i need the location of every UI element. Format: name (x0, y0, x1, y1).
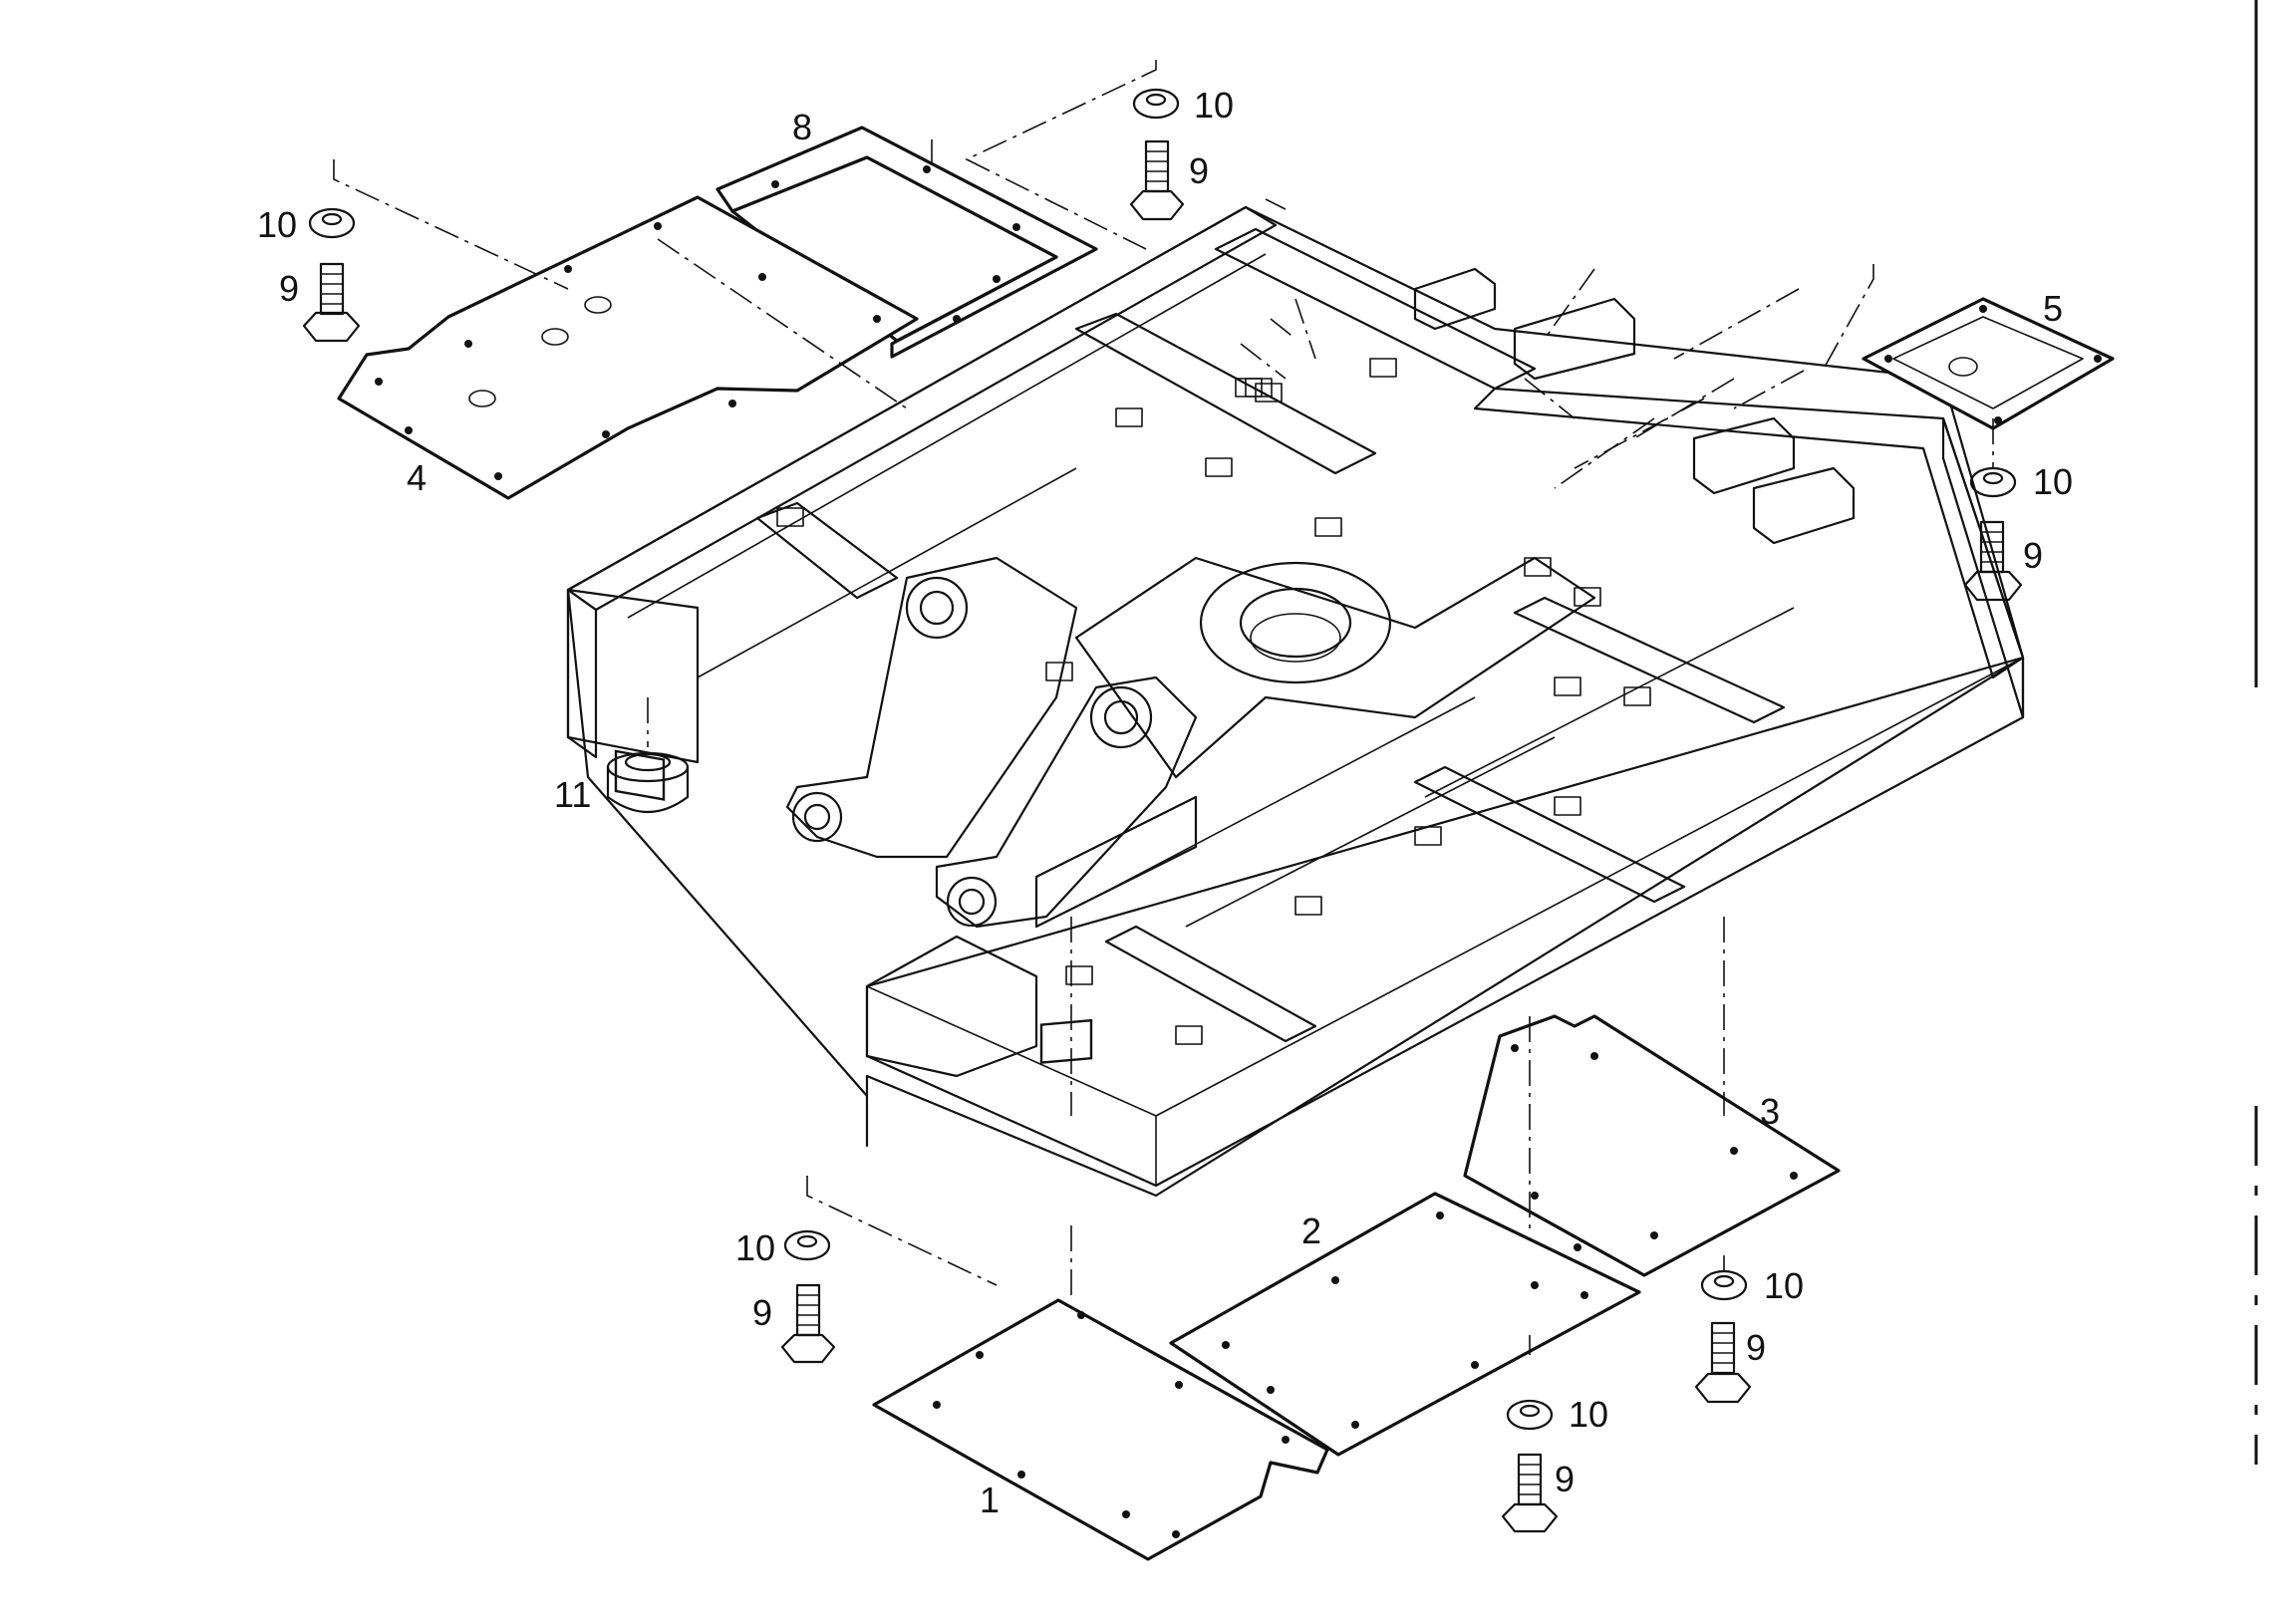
callout-11: 11 (554, 774, 591, 815)
callout-9-bottom-center: 9 (1555, 1459, 1575, 1499)
assembly-lines (333, 60, 1994, 1355)
callout-9-bottom-left: 9 (752, 1292, 772, 1333)
callout-4: 4 (407, 457, 427, 498)
bolt-9-right (1963, 520, 2023, 602)
callout-10-bottom-left: 10 (735, 1227, 775, 1268)
callout-5: 5 (2043, 288, 2063, 329)
callout-9-bottom-right: 9 (1746, 1327, 1766, 1368)
callout-9-left: 9 (279, 268, 299, 309)
bolt-9-bottom-left (780, 1283, 836, 1364)
callout-10-bottom-center: 10 (1569, 1394, 1608, 1435)
grommet-11 (606, 751, 690, 814)
callout-10-top: 10 (1194, 85, 1234, 126)
callout-2: 2 (1301, 1211, 1321, 1251)
cover-plate-4 (337, 195, 919, 500)
cover-plate-1 (872, 1298, 1329, 1561)
left-frame-cutout (614, 749, 666, 801)
callout-10-left: 10 (257, 204, 297, 245)
slewing-ring-outer (1199, 561, 1392, 684)
boom-bracket (785, 556, 1198, 929)
washer-10-bottom-right (1700, 1269, 1748, 1301)
washer-10-top (1132, 88, 1180, 120)
callout-9-right: 9 (2023, 535, 2043, 576)
washer-10-left (308, 207, 356, 239)
callout-10-right: 10 (2033, 461, 2073, 502)
upper-frame (566, 205, 2025, 1198)
callout-9-top: 9 (1189, 150, 1209, 191)
front-frame-cutout (1039, 1018, 1093, 1064)
callout-1: 1 (980, 1480, 1000, 1520)
bolt-9-bottom-center (1501, 1453, 1559, 1533)
bolt-9-top (1129, 139, 1185, 221)
washer-10-bottom-left (783, 1229, 831, 1261)
bolt-9-left (302, 262, 361, 343)
cover-plate-2 (1169, 1192, 1641, 1457)
callout-8: 8 (792, 107, 812, 147)
washer-10-right (1969, 466, 2017, 498)
washer-10-bottom-center (1506, 1399, 1554, 1431)
bolt-9-bottom-right (1694, 1321, 1752, 1404)
cover-plate-3 (1463, 1014, 1841, 1277)
cover-plate-5 (1862, 297, 2115, 430)
callout-10-bottom-right: 10 (1764, 1265, 1804, 1306)
callout-labels: 8 10 9 10 9 4 5 10 9 11 3 2 10 9 10 9 10… (257, 85, 2073, 1520)
callout-3: 3 (1760, 1091, 1780, 1132)
